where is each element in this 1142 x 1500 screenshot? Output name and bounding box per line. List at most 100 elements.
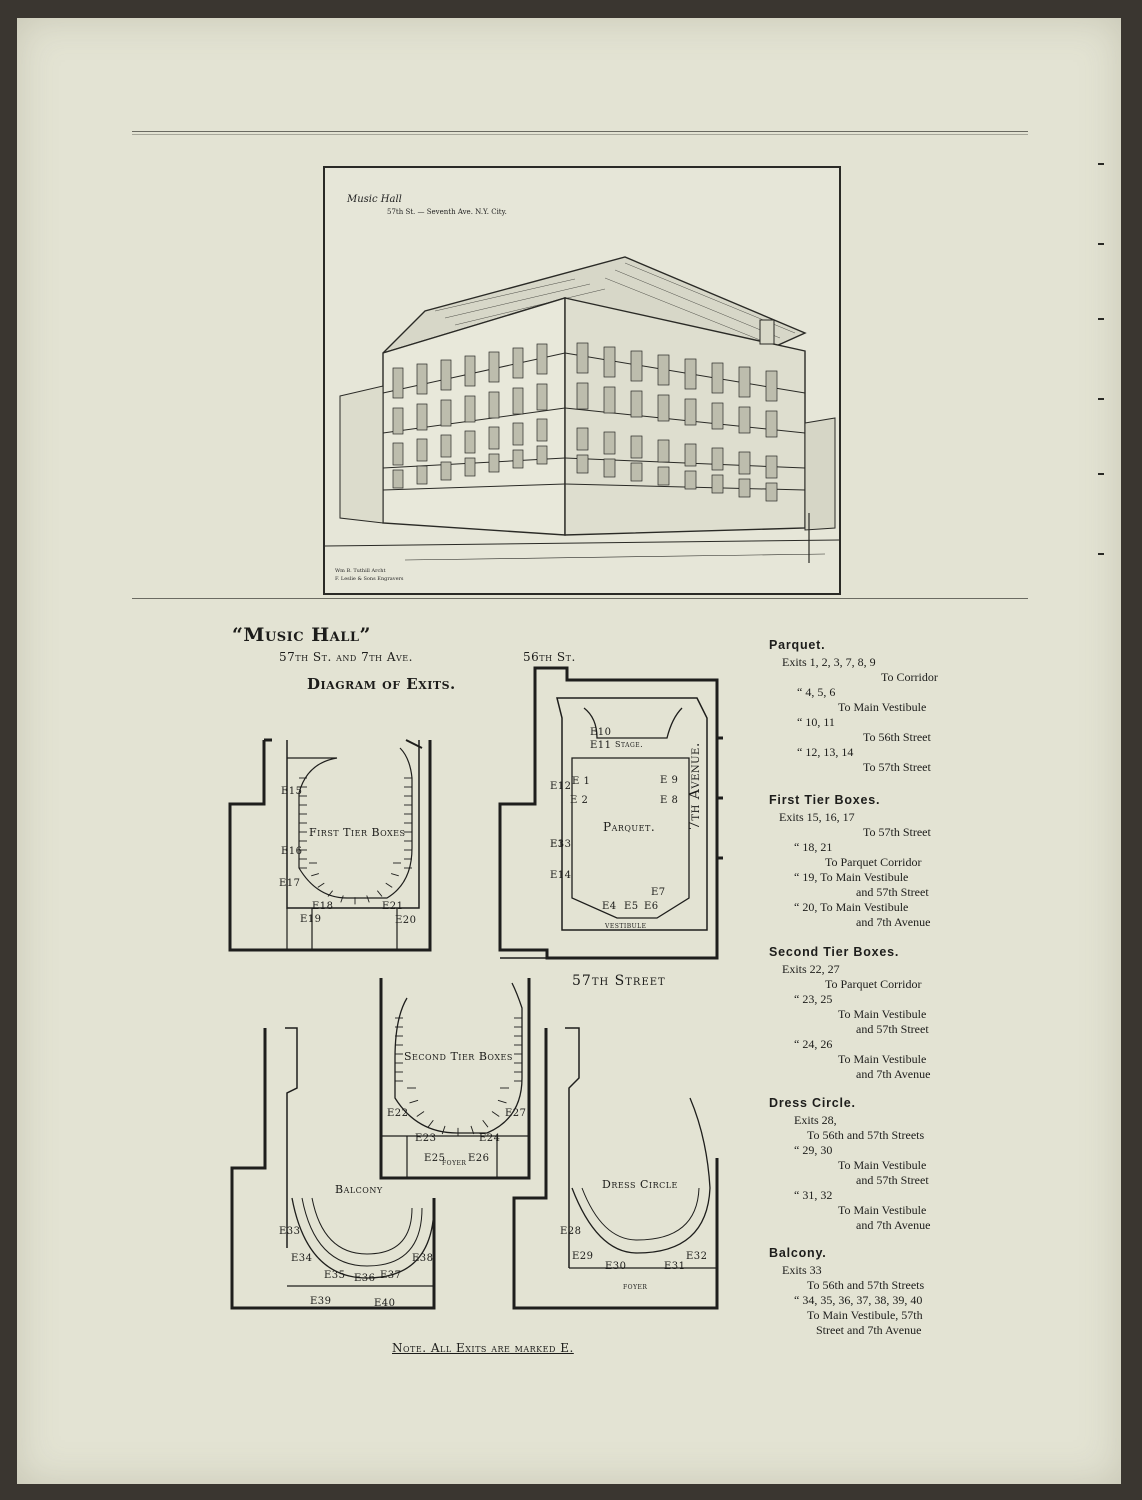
facade-window [657, 394, 670, 422]
exit-marker-e22: E22 [387, 1108, 409, 1119]
building-drawing [325, 256, 839, 563]
facade-window [657, 439, 670, 463]
exit-marker-e3: E3 [550, 839, 565, 850]
program-page: Music Hall 57th St. — Seventh Ave. N.Y. … [17, 18, 1121, 1484]
exit-marker-e34: E34 [291, 1253, 313, 1264]
street-57th-label: 57th Street [572, 973, 666, 989]
facade-window [711, 447, 724, 471]
facade-window [738, 366, 751, 398]
exit-marker-e5: E5 [624, 901, 639, 912]
street-56th-label: 56th St. [523, 650, 576, 664]
legend-first-tier-line: “ 20, To Main Vestibule [794, 900, 909, 914]
facade-windows-left [392, 343, 548, 489]
margin-mark [1098, 398, 1104, 400]
facade-window [738, 406, 751, 434]
architect-credit-1: Wm B. Tuthill Archt [335, 568, 386, 574]
facade-window [536, 343, 548, 375]
second-tier-label: Second Tier Boxes [404, 1050, 513, 1063]
facade-window [512, 347, 524, 379]
legend-parquet-line: To 57th Street [863, 760, 931, 774]
dress-circle-plan [512, 1027, 719, 1310]
first-tier-label: First Tier Boxes [309, 826, 406, 839]
legend-first-tier-line: and 7th Avenue [856, 915, 931, 929]
facade-window [512, 449, 524, 469]
legend-second-tier-line: To Main Vestibule [838, 1052, 927, 1066]
facade-window [488, 426, 500, 450]
facade-window [536, 418, 548, 442]
facade-window [684, 358, 697, 390]
exit-marker-e36: E36 [354, 1273, 376, 1284]
exit-marker-e28: E28 [560, 1226, 582, 1237]
facade-window [657, 466, 670, 486]
legend-dress-circle-line: Exits 28, [794, 1113, 837, 1127]
box-partition-tick [441, 1125, 446, 1135]
legend-second-tier-line: To Main Vestibule [838, 1007, 927, 1021]
facade-window [711, 402, 724, 430]
engraving-caption-title: Music Hall [347, 194, 402, 205]
legend-dress-circle-line: “ 31, 32 [794, 1188, 833, 1202]
facade-window [630, 390, 643, 418]
exit-marker-e26: E26 [468, 1153, 490, 1164]
facade-window [464, 355, 476, 387]
facade-window [440, 461, 452, 481]
facade-window [576, 427, 589, 451]
facade-window [416, 403, 428, 431]
box-partition-tick [482, 1120, 489, 1128]
legend-second-tier-line: Exits 22, 27 [782, 962, 840, 976]
plan-address: 57th St. and 7th Ave. [279, 650, 413, 664]
legend-parquet-line: To Corridor [881, 670, 938, 684]
legend-first-tier-line: and 57th Street [856, 885, 929, 899]
box-partition-tick [470, 1125, 475, 1135]
facade-window [738, 478, 751, 498]
facade-window [711, 474, 724, 494]
parquet-plan [498, 666, 723, 960]
box-partition-tick [340, 895, 344, 903]
exit-marker-e17: E17 [279, 878, 301, 889]
box-partition-tick [491, 1111, 500, 1117]
facade-window [536, 383, 548, 411]
parquet-label: Parquet. [603, 820, 656, 834]
plan-diagram-title: Diagram of Exits. [307, 675, 456, 693]
exit-diagram-plans [228, 666, 723, 1310]
box-partition-tick [497, 1099, 507, 1104]
exit-marker-e8: E 8 [660, 795, 679, 806]
legend-dress-circle-line: To Main Vestibule [838, 1203, 927, 1217]
exit-marker-e4: E4 [602, 901, 617, 912]
facade-window [576, 454, 589, 474]
exit-marker-e9: E 9 [660, 775, 679, 786]
legend-second-tier-line: and 7th Avenue [856, 1067, 931, 1081]
exit-marker-e11: E11 [590, 740, 612, 751]
legend-first-tier-line: “ 19, To Main Vestibule [794, 870, 909, 884]
legend-parquet-heading: Parquet. [769, 638, 826, 652]
exit-marker-e19: E19 [300, 914, 322, 925]
box-partition-tick [427, 1120, 434, 1128]
exit-marker-e30: E30 [605, 1261, 627, 1272]
facade-window [684, 443, 697, 467]
margin-mark [1098, 243, 1104, 245]
facade-window [512, 422, 524, 446]
exit-marker-e18: E18 [312, 901, 334, 912]
facade-window [464, 395, 476, 423]
top-rule [132, 131, 1028, 132]
middle-rule [132, 598, 1028, 599]
legend-first-tier-line: To Parquet Corridor [825, 855, 922, 869]
exit-marker-e25: E25 [424, 1153, 446, 1164]
facade-window [765, 455, 778, 479]
facade-window [416, 438, 428, 462]
exit-marker-e38: E38 [412, 1253, 434, 1264]
facade-window [392, 442, 404, 466]
exit-marker-e37: E37 [380, 1270, 402, 1281]
legend-balcony-line: Exits 33 [782, 1263, 822, 1277]
facade-window [765, 482, 778, 502]
facade-window [765, 410, 778, 438]
legend-balcony-heading: Balcony. [769, 1246, 827, 1260]
facade-window [416, 465, 428, 485]
legend-balcony-line: To 56th and 57th Streets [807, 1278, 925, 1292]
facade-window [464, 457, 476, 477]
facade-window [684, 398, 697, 426]
facade-window [657, 354, 670, 386]
legend-balcony-line: “ 34, 35, 36, 37, 38, 39, 40 [794, 1293, 923, 1307]
facade-window [630, 350, 643, 382]
exit-marker-e12: E12 [550, 781, 572, 792]
facade-window [488, 351, 500, 383]
